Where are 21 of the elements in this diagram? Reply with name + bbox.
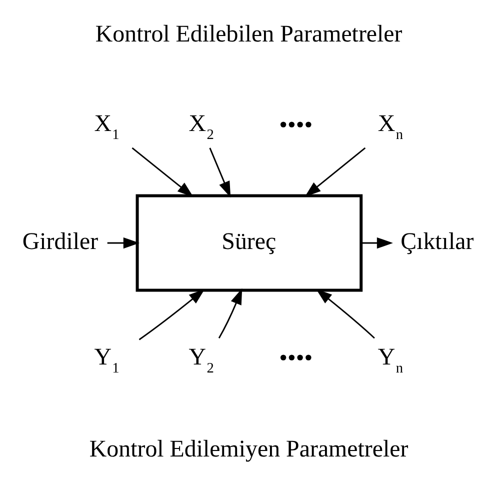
- label: ••••: [279, 112, 313, 138]
- node-text: X$_{1}$: [94, 110, 120, 143]
- arrow: [361, 236, 393, 248]
- arrow: [304, 146, 366, 196]
- node-text: X$_{n}$: [378, 110, 404, 143]
- node-text: Girdiler: [22, 228, 98, 254]
- label: ••••: [279, 345, 313, 372]
- node-box: Süreç: [136, 194, 363, 292]
- label: Kontrol Edilebilen Parametreler: [95, 20, 402, 47]
- arrow: [132, 146, 194, 197]
- arrow: [218, 288, 242, 338]
- arrow: [316, 288, 375, 338]
- label: Kontrol Edilemiyen Parametreler: [89, 436, 408, 462]
- arrow: [209, 147, 231, 197]
- node-text: Y$_{2}$: [188, 344, 214, 376]
- arrow: [138, 288, 205, 340]
- node-text: Çıktılar: [400, 228, 474, 254]
- node-text: Y$_{1}$: [94, 344, 120, 376]
- node-text: X$_{2}$: [188, 110, 214, 143]
- arrow: [107, 236, 140, 248]
- node-text: Y$_{n}$: [378, 344, 404, 376]
